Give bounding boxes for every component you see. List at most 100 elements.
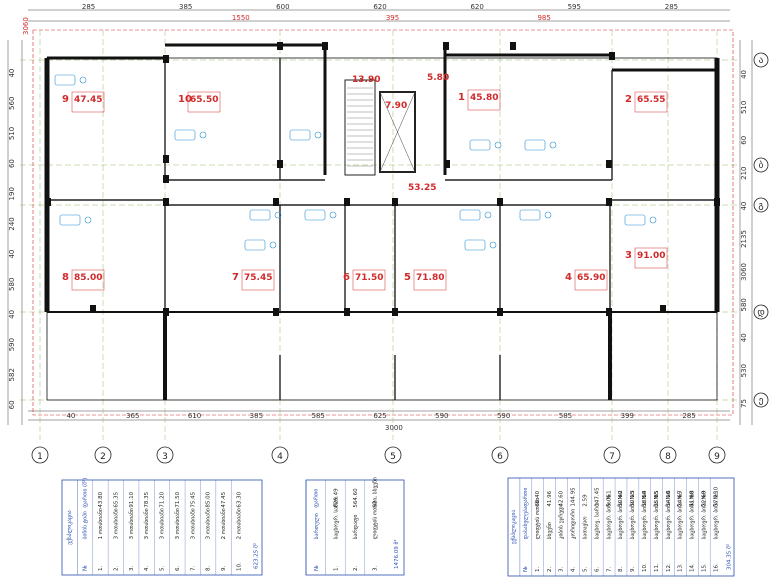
apartment-area: 65.90 [577,273,605,283]
table-cell: 1. [535,567,541,572]
top-red-dim: 3060 [22,17,30,35]
axis-bubble [491,446,509,464]
table-cell: 12. [666,563,672,572]
table-cell: საცხოვრ. ბინა №10 [712,486,719,539]
axis-bubble [753,304,769,320]
apartment-area: 65.55 [637,95,665,105]
apartment-box [352,269,386,291]
dimension-value: 385 [179,3,192,11]
column [277,42,283,50]
column [163,55,169,63]
column [344,198,350,206]
apartment-number: 2 [625,94,632,105]
table-cell: 37.25 [713,490,719,506]
axis-bubble [753,157,769,173]
apartment-number: 8 [62,272,69,283]
toilet [649,216,657,224]
table-header: სართული [313,513,320,539]
axis-bubble [708,446,726,464]
column [392,308,398,316]
table-cell: 41.96 [547,490,553,506]
dimension-value: 60 [8,400,16,409]
column [163,308,169,316]
table-cell: საცხოვრ. ბინა №7 [677,490,684,540]
apartment-box [467,89,501,111]
table-cell: საცხოვრ. ბინა №6 [665,490,672,540]
toilet [314,131,322,139]
toilet [269,241,277,249]
toilet [489,241,497,249]
table-cell: საცხოვრ. ბინა №4 [641,490,648,540]
dimension-value: 590 [8,338,16,351]
column [714,198,720,206]
table-cell: 2. [113,566,119,571]
apartment-box [71,269,105,291]
table-frame [61,479,263,576]
apartment-area: 71.50 [355,273,383,283]
dimension-value: 60 [8,159,16,168]
table-cell: საცხოვრ. ბინა №9 [700,490,707,540]
table-cell: 6. [175,566,181,571]
table-cell: 34.10 [666,490,672,506]
table-cell: 2. [353,566,359,571]
sanitary-fixtures [54,74,657,251]
columns [45,42,720,316]
column [90,305,96,313]
table-cell: 3 ოთახიანი [112,508,119,539]
table-cell: 7. [190,566,196,571]
table-header: № [523,566,529,572]
table-cell: 3. [129,566,135,571]
table-cell: ლიფტის ოთახი, სხვენი [372,477,379,539]
table-cell: საცხოვრ. ბინა №2 [617,490,624,539]
table-cell: 11. [654,563,660,572]
axis-label: დ [757,308,764,318]
toilet [274,211,282,219]
table-cell: საცხოვ. სართ. [593,501,600,540]
interior-walls [47,58,717,400]
apartment-area: 91.00 [637,251,665,261]
axis-bubble [156,446,174,464]
dimension-value: 595 [568,3,581,11]
table-cell: 60.40 [535,490,541,506]
apartment-box [187,91,221,113]
table-cell: კიბის უჯრედი [558,503,565,539]
table-cell: 9.05 [606,494,612,507]
table-cell: სათავსო [582,516,589,540]
dimension-value: 399 [621,412,634,420]
table-cell: ლიფტის ოთახი [534,498,541,540]
table-cell: 144.95 [571,487,577,507]
dimension-value: 40 [8,310,16,319]
table-cell: საცხოვრ. სართ. [332,496,339,539]
dimension-value: 510 [8,127,16,140]
axis-bubble [753,52,769,68]
table-cell: 63.30 [236,491,242,507]
table-header: № [83,565,89,571]
table-cell: 30.15 [630,490,636,506]
axis-label: 4 [277,452,283,462]
column [277,160,283,168]
table-cell: 829.49 [333,488,339,508]
bathtub [244,239,266,251]
dimension-value: 190 [8,187,16,200]
table-cell: 85.00 [206,491,212,507]
table-cell: 22.60 [701,490,707,506]
toilet [484,211,492,219]
dimension-value: 600 [276,3,289,11]
bathtub [519,209,541,221]
table-cell: 3 ოთახიანი [189,508,196,539]
table-cell: 42.60 [559,490,565,506]
axis-label: 2 [100,452,106,462]
table-cell: სარდაფი [352,514,359,539]
axis-bubble [94,446,112,464]
dimension-value: 285 [665,3,678,11]
axis-bubble [31,446,49,464]
apartment-box [71,91,105,113]
table-title: ექსპლიკაცია [510,510,517,545]
toilet [549,141,557,149]
apartment-box [574,269,608,291]
